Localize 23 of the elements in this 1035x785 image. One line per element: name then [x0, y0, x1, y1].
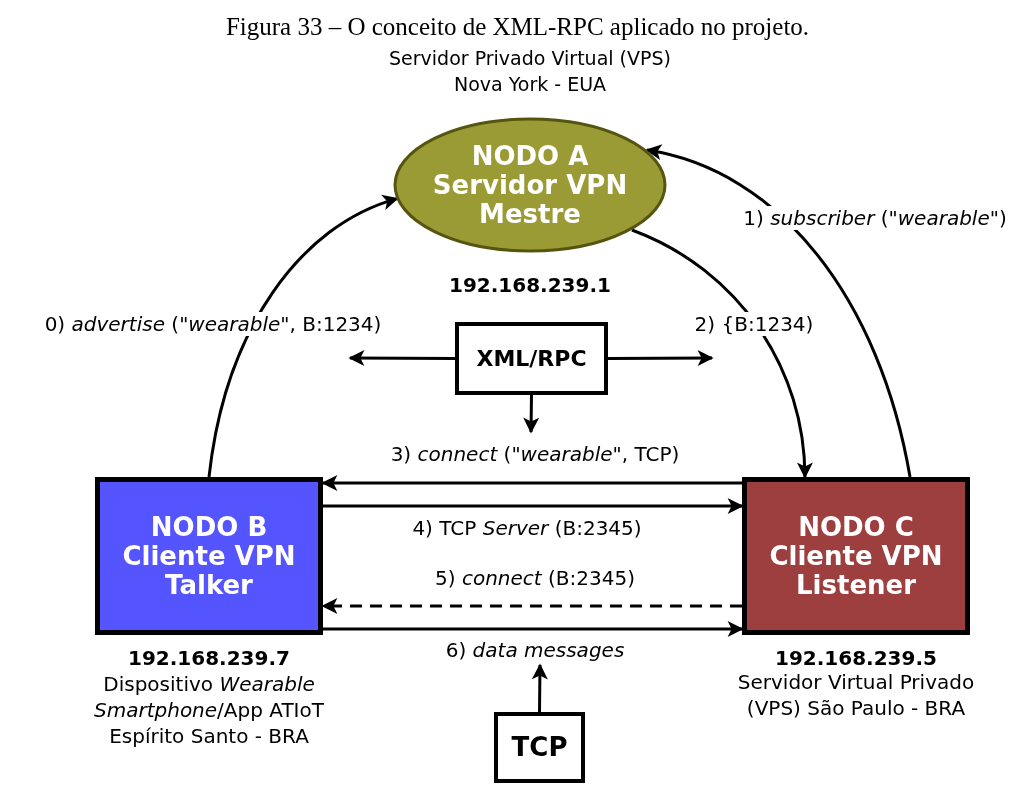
arrow	[523, 394, 540, 434]
protocol-box: XML/RPC	[455, 322, 608, 395]
arrow	[531, 663, 548, 712]
client-box: NODO B Cliente VPN Talker	[95, 477, 323, 635]
arrow	[323, 498, 744, 515]
protocol-box: TCP	[494, 712, 585, 783]
ip-address: 192.168.239.5	[774, 645, 938, 672]
device-note: Dispositivo Wearable Smartphone/App ATIoT Espírito Santo - BRA	[93, 671, 325, 749]
arrow	[645, 145, 912, 478]
arrow	[348, 350, 455, 367]
arrow	[631, 228, 813, 479]
ip-address: 192.168.239.1	[448, 272, 612, 299]
arrow	[321, 597, 742, 614]
server-ellipse: NODO A Servidor VPN Mestre	[393, 117, 667, 253]
ip-address: 192.168.239.7	[127, 645, 291, 672]
arrow	[608, 350, 714, 367]
figure-title: Figura 33 – O conceito de XML-RPC aplicado no projeto.	[224, 12, 811, 42]
location-note: Servidor Privado Virtual (VPS) Nova York - EUA	[388, 46, 672, 97]
client-box: NODO C Cliente VPN Listener	[742, 477, 970, 635]
arrow	[323, 621, 744, 637]
arrow	[321, 475, 742, 491]
arrow	[207, 195, 399, 478]
location-note: Servidor Virtual Privado (VPS) São Paulo - BRA	[736, 669, 976, 721]
